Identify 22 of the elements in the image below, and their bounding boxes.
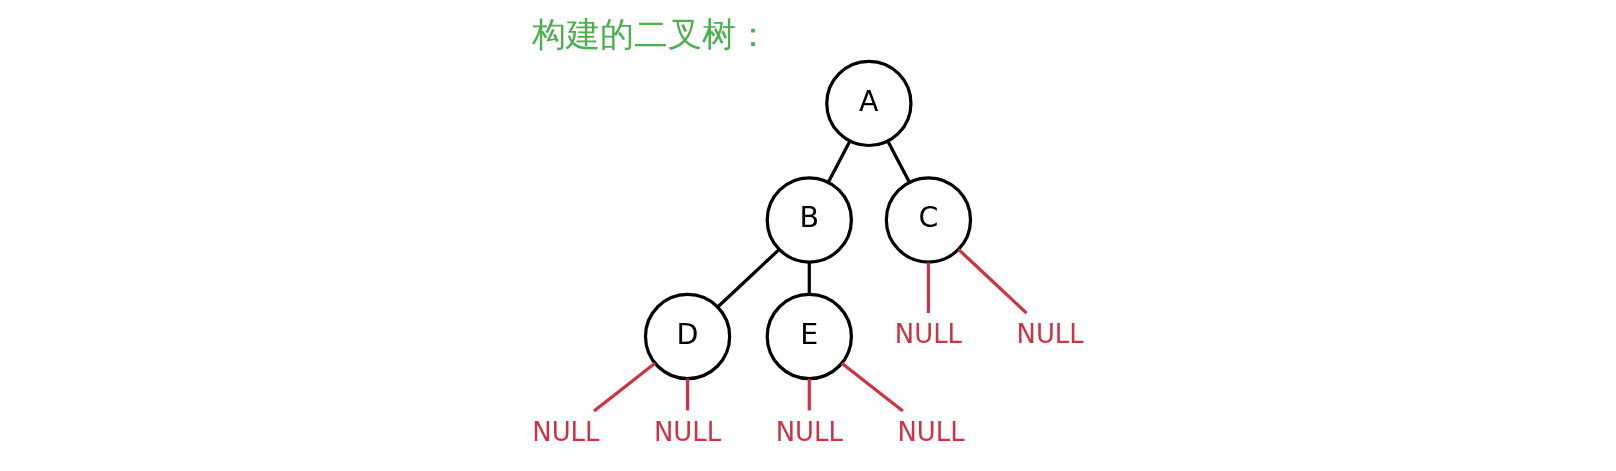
node-circle: A (825, 59, 913, 148)
node-text: NULL (654, 416, 722, 447)
connector (685, 378, 690, 411)
connector (840, 362, 904, 413)
node-circle: D (643, 292, 732, 381)
node-text: NULL (894, 318, 962, 349)
connector (593, 362, 656, 413)
connector (807, 262, 811, 295)
node-text: NULL (1016, 318, 1084, 349)
node-text: NULL (897, 416, 965, 447)
connector (827, 140, 852, 183)
node-text: NULL (775, 416, 843, 447)
connector (807, 378, 811, 411)
diagram-title: 构建的二叉树： (531, 14, 770, 54)
node-text: NULL (532, 416, 600, 447)
connector (957, 248, 1028, 315)
node-circle: E (765, 292, 853, 381)
node-circle: B (765, 176, 853, 264)
connector (886, 140, 911, 183)
connector (926, 262, 931, 313)
connector (716, 248, 781, 309)
node-circle: C (884, 176, 973, 264)
